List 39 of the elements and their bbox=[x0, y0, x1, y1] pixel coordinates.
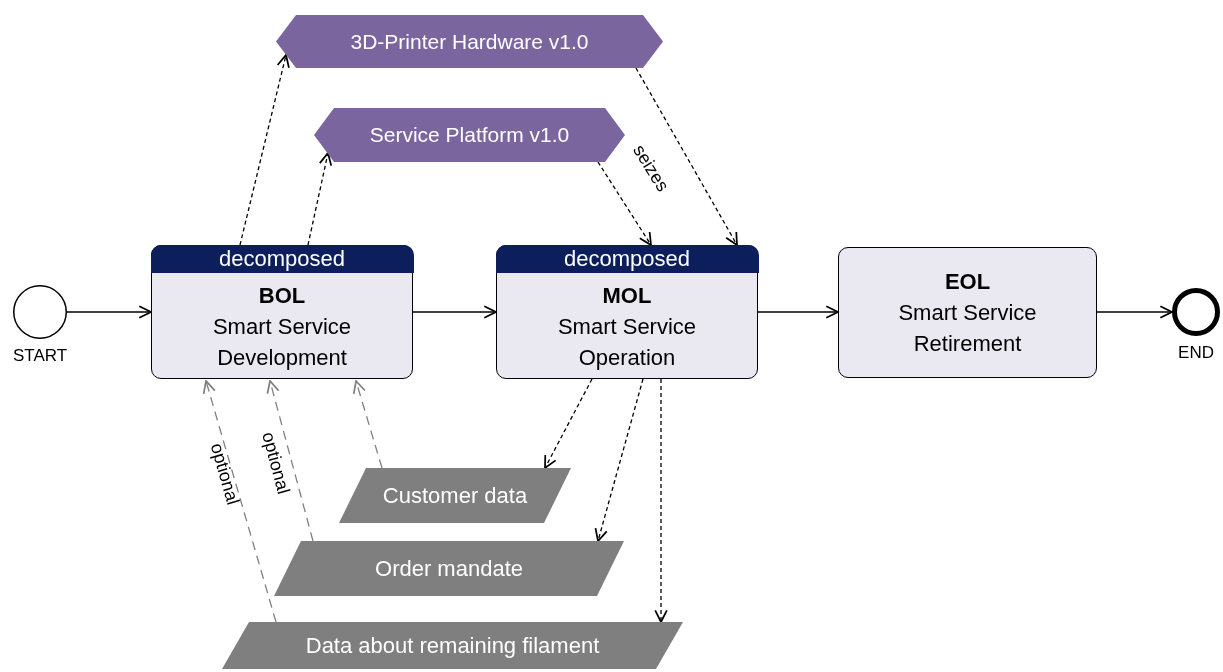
arrow bbox=[654, 378, 668, 623]
phase-box bbox=[151, 245, 413, 379]
resource-label: 3D-Printer Hardware v1.0 bbox=[349, 29, 590, 54]
phase-title: BOL bbox=[258, 281, 306, 310]
data-label: Data about remaining filament bbox=[304, 632, 601, 659]
arrow bbox=[202, 380, 277, 623]
start-label: START bbox=[11, 346, 69, 366]
arrow bbox=[1096, 305, 1173, 319]
arrow bbox=[635, 67, 738, 246]
phase-description: Smart Service Retirement bbox=[897, 299, 1038, 358]
status-header: decomposed bbox=[495, 244, 759, 273]
arrow bbox=[597, 161, 652, 246]
phase-description: Smart Service Operation bbox=[556, 312, 698, 372]
data-parallelogram bbox=[339, 468, 571, 523]
edge-label: optional bbox=[258, 430, 293, 496]
arrow bbox=[266, 380, 314, 542]
status-header: decomposed bbox=[150, 244, 414, 273]
arrow bbox=[66, 305, 152, 319]
arrow bbox=[239, 54, 290, 246]
arrow bbox=[307, 152, 333, 246]
arrow bbox=[352, 380, 383, 469]
phase-title: EOL bbox=[944, 268, 991, 296]
edge-label: optional bbox=[207, 440, 243, 507]
phase-box bbox=[496, 245, 758, 379]
resource-hexagon bbox=[314, 108, 625, 162]
data-label: Order mandate bbox=[374, 555, 524, 582]
arrow bbox=[544, 378, 593, 469]
arrow bbox=[594, 378, 644, 542]
phase-box bbox=[838, 247, 1097, 378]
arrow bbox=[412, 305, 497, 319]
data-label: Customer data bbox=[381, 482, 529, 509]
resource-label: Service Platform v1.0 bbox=[368, 123, 571, 147]
data-parallelogram bbox=[222, 622, 683, 669]
arrow bbox=[757, 305, 839, 319]
phase-description: Smart Service Development bbox=[211, 312, 353, 372]
phase-title: MOL bbox=[602, 281, 652, 310]
data-parallelogram bbox=[274, 541, 624, 596]
resource-hexagon bbox=[276, 15, 663, 68]
end-label: END bbox=[1177, 343, 1215, 363]
